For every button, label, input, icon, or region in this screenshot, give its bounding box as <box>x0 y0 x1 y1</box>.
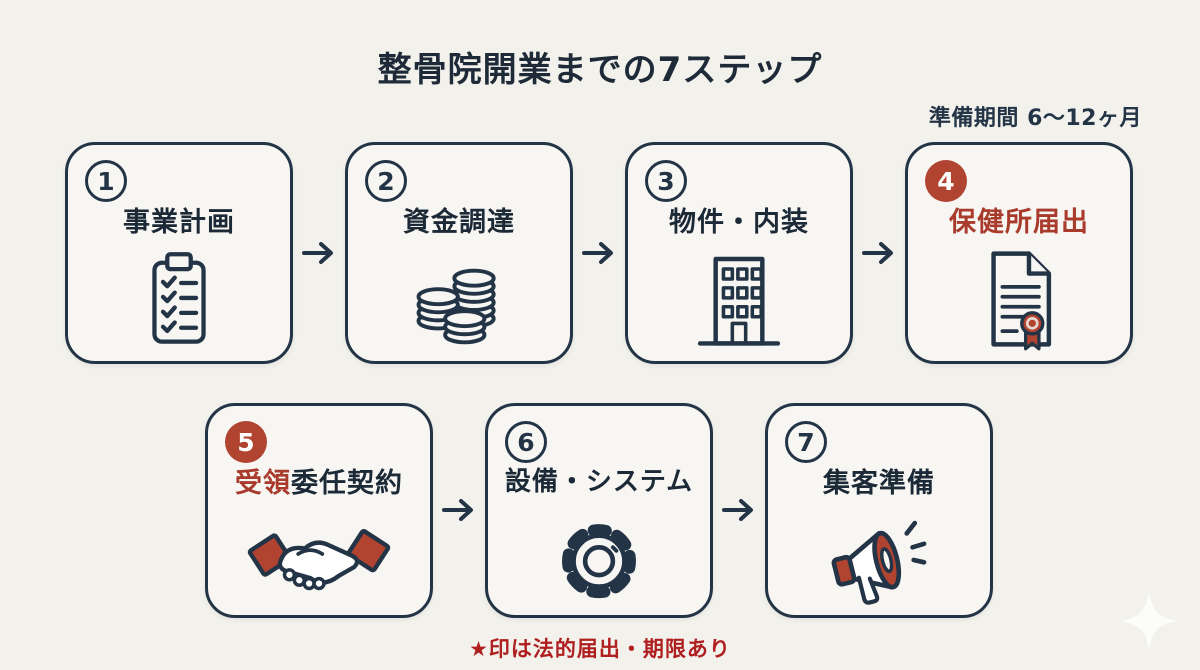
gear-icon <box>488 504 710 616</box>
step-label: 事業計画 <box>123 207 235 238</box>
megaphone-icon <box>768 504 990 616</box>
step-number-badge: 3 <box>645 160 687 202</box>
step-label: 受領委任契約 <box>208 461 430 500</box>
office-building-icon <box>628 243 850 355</box>
arrow-right-icon <box>442 499 473 521</box>
step-label: 設備・システム <box>504 467 694 497</box>
clipboard-checklist-icon <box>68 243 290 355</box>
step-box-2: 2 資金調達 <box>345 142 573 364</box>
step-label-red-part: 受領 <box>235 468 291 499</box>
step-box-1: 1 事業計画 <box>65 142 293 364</box>
coin-stacks-icon <box>348 243 570 355</box>
step-number-badge: 5 <box>225 421 267 463</box>
step-label: 物件・内装 <box>669 207 809 238</box>
arrow-right-icon <box>302 242 333 264</box>
step-number-badge: 1 <box>85 160 127 202</box>
arrow-right-icon <box>862 242 893 264</box>
step-box-5: 5 受領委任契約 <box>205 403 433 618</box>
certificate-icon <box>908 243 1130 355</box>
step-number-badge: 4 <box>925 160 967 202</box>
step-label-black-part: 委任契約 <box>291 468 403 499</box>
step-box-4: 4 保健所届出 <box>905 142 1133 364</box>
step-label: 資金調達 <box>403 207 515 238</box>
legal-footnote: ★印は法的届出・期限あり <box>469 637 731 661</box>
page-title: 整骨院開業までの7ステップ <box>377 50 823 90</box>
handshake-icon <box>208 504 430 616</box>
step-label: 集客準備 <box>823 468 935 499</box>
step-box-3: 3 物件・内装 <box>625 142 853 364</box>
step-number-badge: 2 <box>365 160 407 202</box>
step-box-6: 6 設備・システム <box>485 403 713 618</box>
arrow-right-icon <box>582 242 613 264</box>
sparkle-icon <box>1120 592 1178 650</box>
prep-period-note: 準備期間 6〜12ヶ月 <box>928 106 1142 131</box>
step-box-7: 7 集客準備 <box>765 403 993 618</box>
arrow-right-icon <box>722 499 753 521</box>
step-number-badge: 6 <box>505 421 547 463</box>
step-number-badge: 7 <box>785 421 827 463</box>
step-label: 保健所届出 <box>949 207 1089 238</box>
